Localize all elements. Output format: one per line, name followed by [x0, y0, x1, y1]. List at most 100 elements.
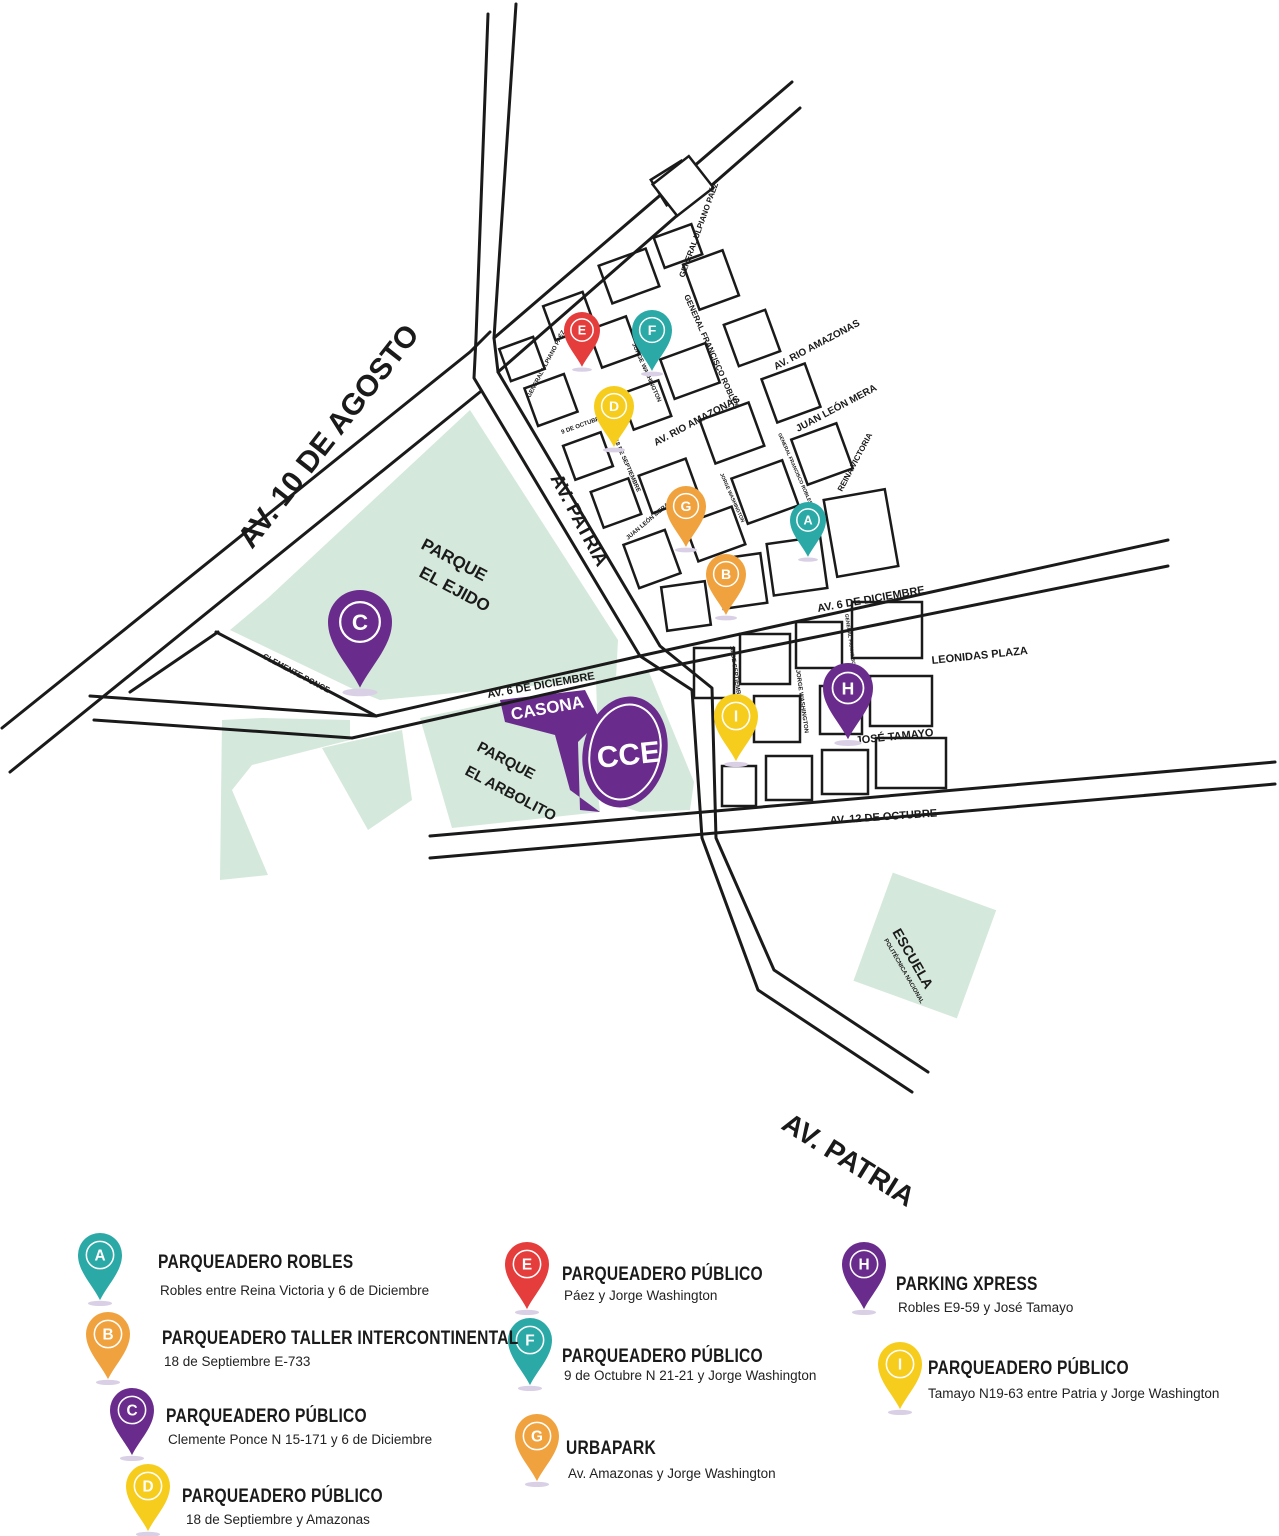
legend-title-c: PARQUEADERO PÚBLICO: [166, 1406, 367, 1427]
pin-ring: [672, 492, 700, 520]
block: [652, 222, 704, 270]
legend-address-f: 9 de Octubre N 21-21 y Jorge Washington: [564, 1368, 817, 1383]
pin-marker-icon: [594, 386, 634, 447]
legend-address-i: Tamayo N19-63 entre Patria y Jorge Washi…: [928, 1386, 1220, 1401]
block: [850, 600, 924, 660]
pin-letter: C: [352, 610, 368, 635]
pin-letter: I: [734, 709, 738, 726]
legend-title-h: PARKING XPRESS: [896, 1274, 1038, 1295]
legend-address-b: 18 de Septiembre E-733: [164, 1354, 311, 1369]
pin-letter: G: [681, 498, 692, 514]
pin-marker-icon: [706, 554, 746, 615]
street-label-av-12-octubre: AV. 12 DE OCTUBRE: [829, 808, 937, 827]
legend-title-b: PARQUEADERO TALLER INTERCONTINENTAL: [162, 1328, 519, 1349]
pin-marker-icon: [666, 486, 706, 547]
pin-ring: [831, 671, 865, 705]
legend-title-e: PARQUEADERO PÚBLICO: [562, 1264, 763, 1285]
legend-title-d: PARQUEADERO PÚBLICO: [182, 1486, 383, 1507]
legend-title-f: PARQUEADERO PÚBLICO: [562, 1346, 763, 1367]
pin-shadow: [572, 367, 592, 372]
pin-marker-icon: [823, 663, 873, 740]
av-12-octubre-road: [428, 760, 1277, 838]
pin-ring: [339, 601, 381, 643]
parque-el-arbolito-west: [220, 718, 350, 880]
map-pins: A B C D E F G H I: [328, 310, 873, 768]
block: [874, 736, 948, 790]
pin-shadow: [342, 688, 378, 697]
block: [765, 535, 829, 597]
label-cce: CCE: [595, 736, 661, 775]
av-10-agosto-road: [8, 390, 482, 774]
block: [589, 476, 643, 530]
pin-letter: D: [609, 398, 619, 414]
block: [764, 754, 814, 802]
legend-address-c: Clemente Ponce N 15-171 y 6 de Diciembre: [168, 1432, 433, 1447]
block: [789, 421, 855, 487]
block: [794, 620, 844, 670]
pin-shadow: [798, 557, 818, 562]
parking-pin-h[interactable]: H: [823, 663, 873, 746]
escuela-politecnica: [853, 872, 997, 1019]
parking-pin-a[interactable]: A: [790, 502, 826, 562]
block: [522, 372, 580, 428]
block: [720, 764, 758, 808]
pin-letter: E: [578, 324, 586, 338]
legend-address-e: Páez y Jorge Washington: [564, 1288, 718, 1303]
block: [561, 430, 615, 482]
block: [698, 400, 766, 466]
parking-pin-e[interactable]: E: [563, 311, 600, 372]
pin-ring: [570, 318, 594, 342]
pin-letter: H: [842, 678, 855, 698]
parking-pin-i[interactable]: I: [714, 694, 758, 768]
av-patria-road: [492, 2, 930, 1074]
av-10-agosto-road: [0, 330, 492, 730]
pin-letter: B: [721, 566, 731, 582]
legend-title-a: PARQUEADERO ROBLES: [158, 1252, 354, 1273]
ne-diagonal-road: [492, 80, 794, 340]
cce-complex: [500, 690, 668, 812]
block: [722, 308, 782, 368]
pin-shadow: [675, 547, 697, 553]
pin-ring: [796, 508, 820, 532]
block: [681, 248, 741, 312]
parking-pin-d[interactable]: D: [594, 386, 634, 453]
parque-el-ejido: [230, 410, 618, 700]
pin-shadow: [715, 615, 737, 621]
pin-ring: [638, 316, 666, 344]
legend-address-h: Robles E9-59 y José Tamayo: [898, 1300, 1074, 1315]
pin-marker-icon: [790, 502, 826, 557]
block: [822, 487, 900, 579]
street-label-av-rio-amazonas-1: AV. RIO AMAZONAS: [772, 318, 862, 373]
cce-building: [582, 696, 668, 808]
parque-el-arbolito-mid: [322, 730, 412, 830]
av-6-diciembre-road: [88, 538, 1170, 718]
clemente-ponce-road: [214, 630, 378, 718]
pin-shadow: [641, 371, 663, 377]
block: [738, 632, 792, 686]
block: [868, 674, 934, 728]
parking-pin-c[interactable]: C: [328, 590, 392, 697]
legend-address-d: 18 de Septiembre y Amazonas: [186, 1512, 370, 1527]
clemente-ponce-road: [128, 630, 220, 694]
block: [597, 247, 661, 305]
bridge: [650, 154, 716, 218]
av-12-octubre-road: [428, 782, 1277, 860]
pin-shadow: [834, 740, 862, 746]
block: [820, 748, 870, 796]
block: [621, 528, 683, 590]
parking-pin-b[interactable]: B: [706, 554, 746, 621]
pin-ring: [721, 701, 751, 731]
street-label-leonidas-plaza: LEONIDAS PLAZA: [931, 645, 1028, 667]
parking-pin-f[interactable]: F: [632, 310, 672, 377]
pin-ring: [600, 392, 628, 420]
pin-marker-icon: [632, 310, 672, 371]
pin-ring: [712, 560, 740, 588]
parking-pin-g[interactable]: G: [666, 486, 706, 553]
pin-marker-icon: [328, 590, 392, 688]
block: [659, 579, 713, 633]
cce-building-ring: [588, 703, 662, 801]
pin-marker-icon: [714, 694, 758, 762]
av-6-diciembre-road: [92, 564, 1170, 740]
